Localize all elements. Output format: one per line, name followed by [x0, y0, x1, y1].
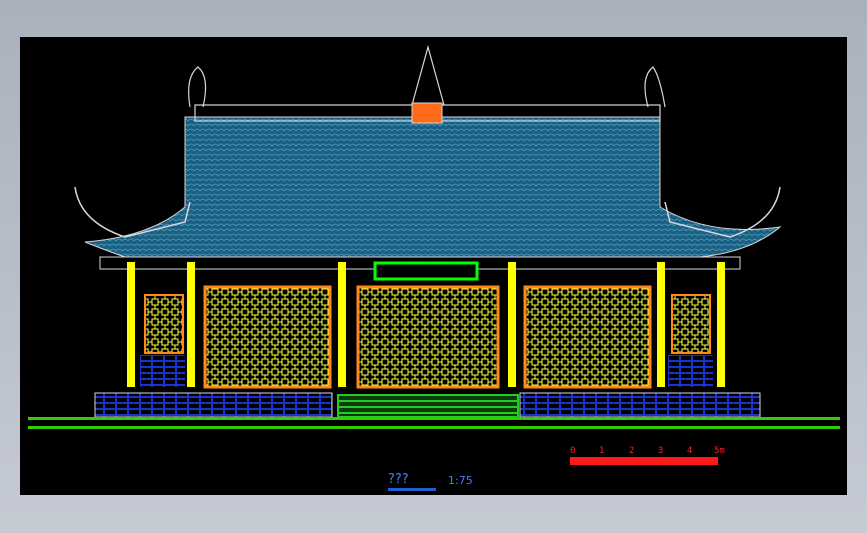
scale-bar — [570, 457, 718, 465]
platform-right — [519, 392, 761, 418]
roof-tiles — [84, 116, 782, 258]
window-right — [671, 294, 711, 354]
steps — [337, 394, 519, 418]
ridge-center-medallion — [411, 102, 443, 124]
column — [508, 262, 516, 387]
temple-elevation-drawing — [28, 44, 840, 429]
scalebar-tick: 0 — [570, 446, 576, 456]
right-eave — [664, 186, 781, 238]
window-left — [144, 294, 184, 354]
scalebar-tick: 2 — [629, 446, 635, 456]
name-plaque — [373, 261, 479, 281]
ridge-ornament-left — [188, 66, 207, 108]
ridge-finial — [411, 44, 445, 106]
drawing-scale: 1:75 — [448, 474, 473, 487]
ground-line — [28, 417, 840, 420]
column — [187, 262, 195, 387]
scalebar-tick: 3 — [658, 446, 664, 456]
column — [717, 262, 725, 387]
columns — [127, 262, 725, 387]
roof — [74, 44, 782, 258]
ground-line — [28, 426, 840, 429]
drawing-title: ??? — [388, 472, 409, 487]
brick-panel-left — [140, 355, 185, 387]
column — [657, 262, 665, 387]
scalebar-tick: 4 — [687, 446, 693, 456]
platform-left — [94, 392, 333, 418]
column — [338, 262, 346, 387]
ridge-ornament-right — [644, 66, 666, 108]
scalebar-tick: 5m — [714, 446, 725, 456]
column — [127, 262, 135, 387]
left-eave — [74, 186, 191, 238]
scalebar-tick: 1 — [599, 446, 605, 456]
title-underline — [388, 488, 436, 491]
door-group-center — [356, 285, 500, 389]
cad-viewport[interactable]: 0 1 2 3 4 5m ??? 1:75 — [20, 37, 847, 495]
brick-panel-right — [668, 355, 713, 387]
door-group-right — [523, 285, 652, 389]
door-group-left — [203, 285, 332, 389]
